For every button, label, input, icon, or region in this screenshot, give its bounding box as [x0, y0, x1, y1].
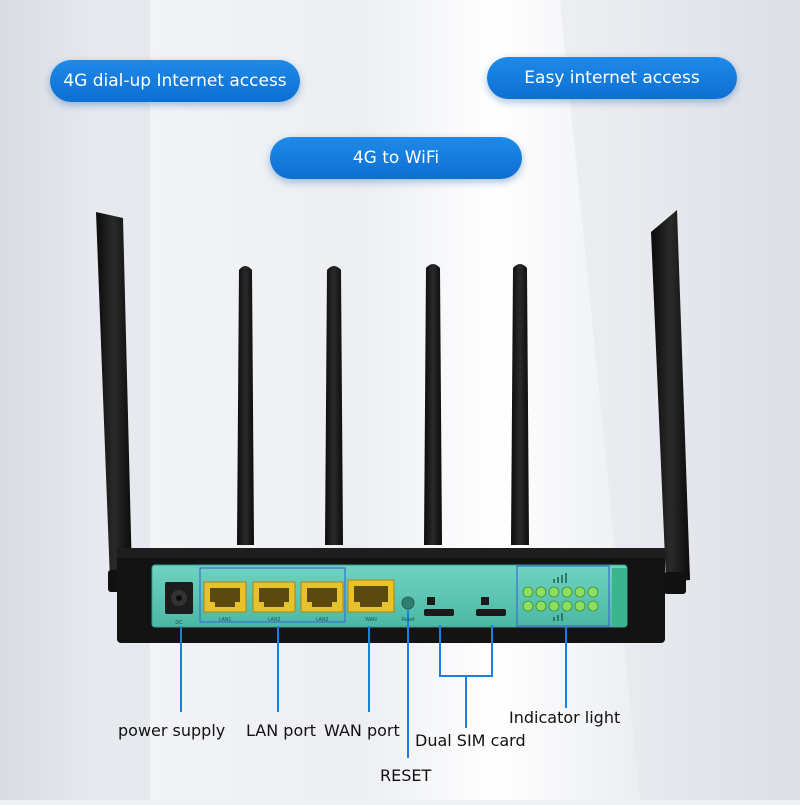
callout-wan-port: WAN port — [324, 721, 400, 740]
callout-lan-port: LAN port — [246, 721, 317, 740]
antenna-2 — [325, 266, 343, 545]
badge-dialup: 4G dial-up Internet access — [50, 60, 300, 102]
wan-port — [347, 579, 395, 613]
callout-dual-sim: Dual SIM card — [415, 731, 526, 750]
reset-button — [401, 596, 415, 610]
lan-port-1 — [203, 581, 247, 613]
badge-4g-wifi: 4G to WiFi — [270, 137, 522, 179]
sim-slot-2 — [476, 597, 506, 616]
badge-easy-access: Easy internet access — [487, 57, 737, 99]
signal-bars — [553, 573, 567, 621]
antenna-3 — [424, 264, 442, 545]
callout-indicator-light: Indicator light — [509, 708, 621, 727]
indicator-lights — [522, 586, 599, 612]
antenna-right-outer — [651, 210, 690, 594]
lan-port-2 — [252, 581, 296, 613]
leader-lines — [180, 610, 567, 758]
antenna-1 — [237, 266, 254, 545]
callout-reset: RESET — [380, 766, 432, 785]
sim-slot-1 — [424, 597, 454, 616]
antenna-4 — [511, 264, 529, 545]
callout-power-supply: power supply — [118, 721, 226, 740]
lan-port-3 — [300, 581, 344, 613]
